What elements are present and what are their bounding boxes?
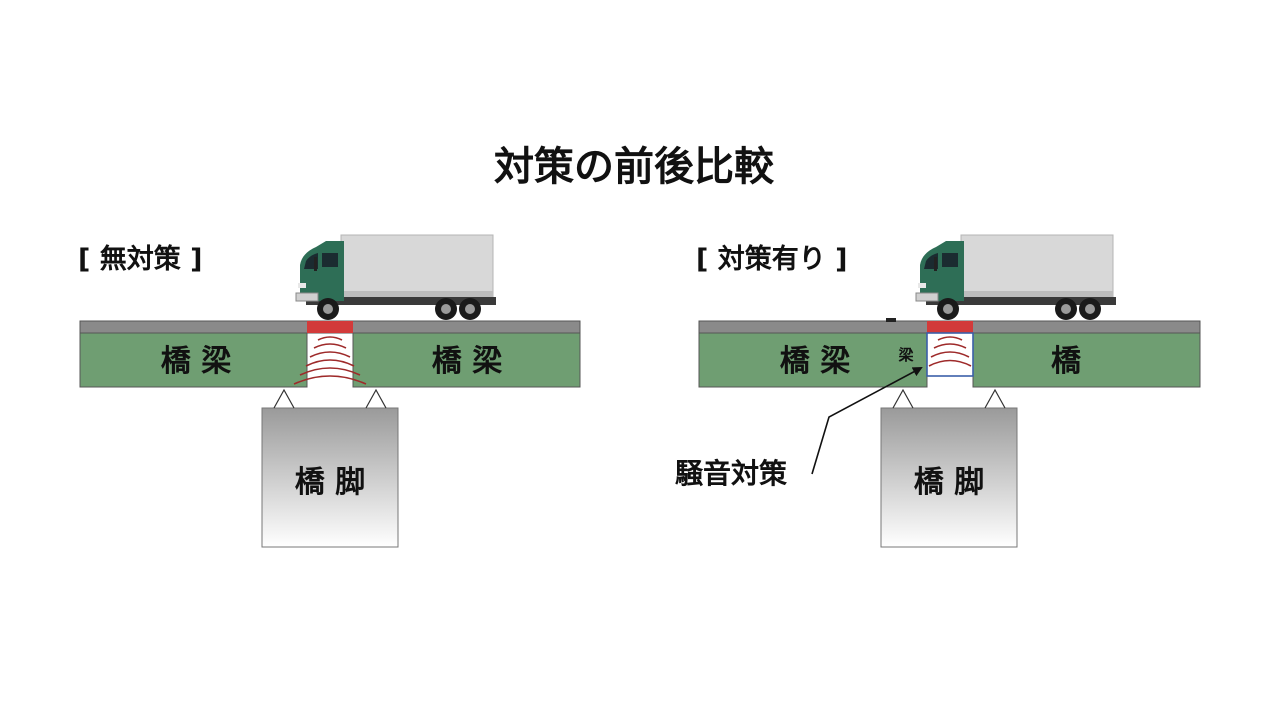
panel-before-label: [ 無対策 ] xyxy=(78,243,202,275)
bridge-beam-left xyxy=(698,332,928,388)
truck xyxy=(295,234,497,321)
beam-left-label: 橋 梁 xyxy=(161,344,231,379)
noise-waves-reduced xyxy=(928,336,972,367)
pier xyxy=(261,407,399,548)
pier xyxy=(880,407,1018,548)
bearing-right xyxy=(365,388,387,409)
pier-label: 橋 脚 xyxy=(914,465,984,500)
deck-marker xyxy=(886,318,896,322)
callout-arrow xyxy=(811,367,923,475)
callout-label: 騒音対策 xyxy=(675,457,787,490)
diagram-title: 対策の前後比較 xyxy=(494,144,775,190)
noise-reduction-device xyxy=(926,332,974,377)
beam-right-label: 橋 xyxy=(1051,344,1082,379)
pier-label: 橋 脚 xyxy=(295,465,365,500)
panel-before: [ 無対策 ] 橋 脚 橋 梁 橋 梁 xyxy=(78,234,581,548)
expansion-joint xyxy=(927,321,973,333)
panel-after: [ 対策有り ] 橋 脚 橋 梁 梁 橋 騒音対策 xyxy=(675,234,1201,548)
bearing-left xyxy=(273,388,295,409)
bridge-beam-left xyxy=(79,332,308,388)
bridge-beam-right xyxy=(972,332,1201,388)
panel-after-label: [ 対策有り ] xyxy=(696,243,847,275)
beam-right-label: 橋 梁 xyxy=(432,344,502,379)
truck xyxy=(915,234,1117,321)
beam-left-label: 橋 梁 xyxy=(780,344,850,379)
bearing-left xyxy=(892,388,914,409)
beam-small-label: 梁 xyxy=(897,346,914,364)
bearing-right xyxy=(984,388,1006,409)
noise-waves xyxy=(293,336,367,385)
expansion-joint xyxy=(307,321,353,333)
